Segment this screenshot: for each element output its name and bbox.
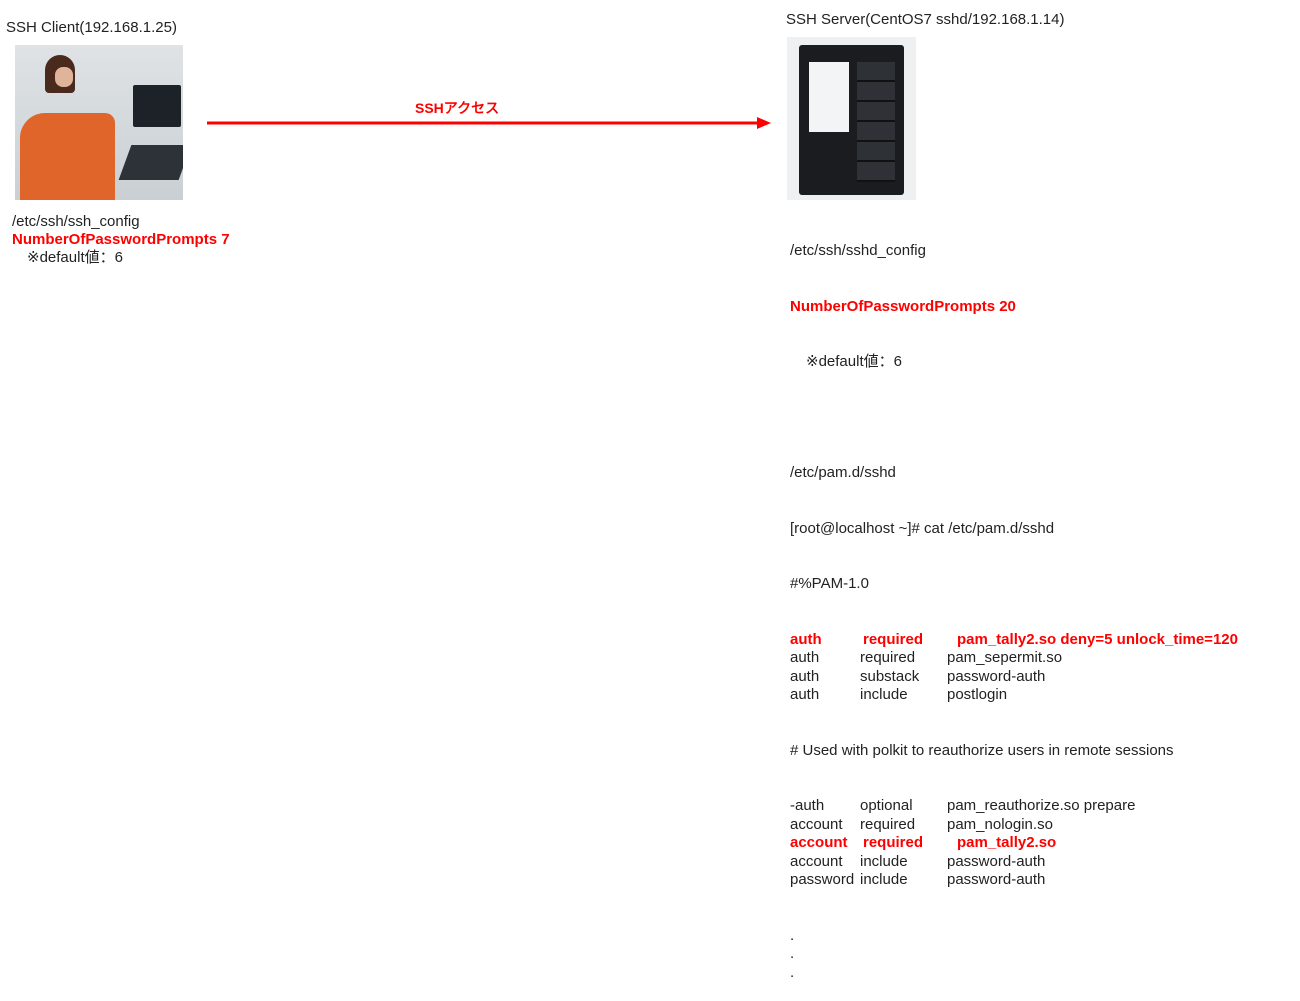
pam-module: password-auth [947, 667, 1046, 685]
pam-type: -auth [790, 797, 825, 814]
pam-module: pam_reauthorize.so prepare [947, 797, 1136, 814]
pam-line: -auth optional pam_reauthorize.so prepare [790, 797, 1238, 816]
arrow-label: SSHアクセス [415, 100, 500, 116]
pam-control: required [863, 630, 924, 648]
pam-line: account include password-auth [790, 853, 1238, 872]
pam-module: pam_tally2.so [957, 834, 1057, 851]
pam-type: auth [790, 630, 822, 648]
client-default-note: ※default値：6 [27, 249, 123, 266]
pam-module: pam_tally2.so deny=5 unlock_time=120 [957, 630, 1238, 648]
pam-module: password-auth [947, 852, 1046, 870]
pam-line: auth include postlogin [790, 686, 1238, 705]
pam-header: #%PAM-1.0 [790, 575, 869, 592]
server-title: SSH Server(CentOS7 sshd/192.168.1.14) [786, 11, 1065, 28]
pam-type: account [790, 852, 843, 870]
pam-module: pam_nologin.so [947, 815, 1053, 833]
server-image [787, 37, 916, 200]
pam-line: auth required pam_tally2.so deny=5 unlock_… [790, 631, 1238, 650]
pam-type: password [790, 871, 855, 888]
pam-control: required [860, 815, 916, 833]
pam-control: substack [860, 667, 920, 685]
pam-line: password include password-auth [790, 871, 1238, 890]
pam-module: pam_sepermit.so [947, 649, 1063, 666]
cat-command: [root@localhost ~]# cat /etc/pam.d/sshd [790, 519, 1055, 537]
ellipsis-dot: . [790, 945, 795, 962]
pam-path: /etc/pam.d/sshd [790, 464, 896, 481]
pam-line: auth substack password-auth [790, 668, 1238, 687]
pam-type: auth [790, 649, 820, 666]
client-title: SSH Client(192.168.1.25) [6, 19, 177, 36]
server-default-note: ※default値：6 [806, 353, 902, 370]
client-config-path: /etc/ssh/ssh_config [12, 213, 140, 230]
client-setting: NumberOfPasswordPrompts 7 [12, 231, 230, 248]
pam-control: required [863, 834, 924, 851]
ellipsis-dot: . [790, 963, 795, 981]
pam-module: password-auth [947, 871, 1046, 888]
pam-control: required [860, 649, 916, 666]
pam-line: account required pam_tally2.so [790, 834, 1238, 853]
pam-control: include [860, 852, 908, 870]
server-setting: NumberOfPasswordPrompts 20 [790, 297, 1016, 315]
pam-line: account required pam_nologin.so [790, 816, 1238, 835]
pam-type: auth [790, 686, 820, 703]
pam-module: postlogin [947, 686, 1008, 703]
pam-line: auth required pam_sepermit.so [790, 649, 1238, 668]
pam-control: optional [860, 797, 913, 814]
pam-type: account [790, 834, 848, 851]
ssh-access-arrow [207, 117, 771, 129]
server-config-path: /etc/ssh/sshd_config [790, 242, 926, 259]
server-config: /etc/ssh/sshd_config NumberOfPasswordPro… [790, 205, 1238, 1001]
pam-control: include [860, 871, 908, 888]
pam-type: account [790, 815, 843, 833]
client-user-image [15, 45, 183, 200]
pam-comment: # Used with polkit to reauthorize users … [790, 741, 1174, 759]
ellipsis-dot: . [790, 926, 795, 944]
pam-type: auth [790, 667, 820, 685]
pam-control: include [860, 686, 908, 703]
